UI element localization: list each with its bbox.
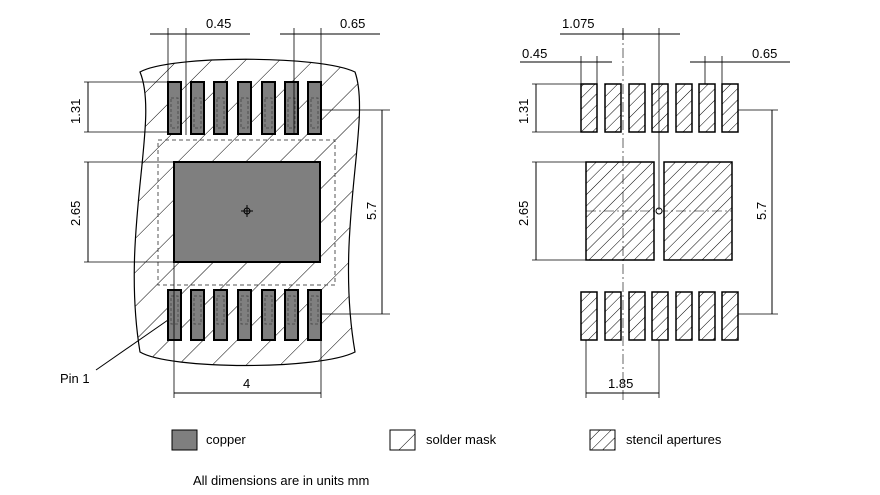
top-pad-3	[213, 81, 228, 135]
top-pad-1	[167, 81, 182, 135]
right-view: 1.075 0.45 0.65 1.31 2.65 5.7 1.85	[516, 16, 790, 400]
top-pad-5	[261, 81, 276, 135]
stencil-bottom-row	[580, 291, 739, 341]
stencil-bottom-aperture-5	[675, 291, 693, 341]
bottom-pad-lead-outline-1	[170, 295, 179, 325]
bottom-pad-lead-outline-6	[287, 295, 296, 325]
legend-copper-swatch	[171, 429, 198, 451]
top-pad-lead-outline-1	[170, 97, 179, 129]
dim-pitch-label: 0.45	[522, 46, 547, 61]
stencil-top-aperture-4	[651, 83, 669, 133]
top-pad-6	[284, 81, 299, 135]
dim-pad-height-label: 1.31	[516, 99, 531, 124]
stencil-bottom-aperture-6	[698, 291, 716, 341]
stencil-top-aperture-2	[604, 83, 622, 133]
top-pad-lead-outline-3	[216, 97, 225, 129]
bottom-pad-lead-outline-5	[264, 295, 273, 325]
legend: copper solder mask stencil apertures	[171, 429, 722, 451]
bottom-pad-lead-outline-2	[193, 295, 202, 325]
stencil-top-aperture-6	[698, 83, 716, 133]
legend-solder-mask-label: solder mask	[426, 432, 497, 447]
dim-pad-height-label: 1.31	[68, 99, 83, 124]
bottom-pad-row	[167, 289, 322, 341]
top-pad-lead-outline-7	[310, 97, 319, 129]
stencil-top-aperture-3	[628, 83, 646, 133]
bottom-pad-5	[261, 289, 276, 341]
legend-stencil-swatch	[589, 429, 616, 451]
dim-row-span-label: 5.7	[364, 202, 379, 220]
footnote: All dimensions are in units mm	[193, 473, 369, 488]
bottom-pad-lead-outline-3	[216, 295, 225, 325]
dim-exposed-pad-height-label: 2.65	[68, 201, 83, 226]
top-pad-4	[237, 81, 252, 135]
legend-copper-label: copper	[206, 432, 246, 447]
bottom-pad-7	[307, 289, 322, 341]
stencil-top-aperture-7	[721, 83, 739, 133]
top-pad-lead-outline-5	[264, 97, 273, 129]
bottom-pad-6	[284, 289, 299, 341]
stencil-top-aperture-1	[580, 83, 598, 133]
dim-pad-span-label: 4	[243, 376, 250, 391]
bottom-pad-4	[237, 289, 252, 341]
top-pad-row	[167, 81, 322, 135]
top-pad-2	[190, 81, 205, 135]
dim-pitch-label: 0.45	[206, 16, 231, 31]
top-pad-lead-outline-4	[240, 97, 249, 129]
bottom-pad-1	[167, 289, 182, 341]
bottom-pad-3	[213, 289, 228, 341]
legend-stencil-label: stencil apertures	[626, 432, 722, 447]
left-view: 0.45 0.65 1.31 2.65 5.7 4 Pin 1	[60, 16, 390, 398]
dim-pad-width-label: 0.65	[340, 16, 365, 31]
bottom-pad-2	[190, 289, 205, 341]
stencil-top-aperture-5	[675, 83, 693, 133]
dim-pad-offset-label: 1.85	[608, 376, 633, 391]
top-pad-lead-outline-6	[287, 97, 296, 129]
top-pad-lead-outline-2	[193, 97, 202, 129]
stencil-top-row	[580, 83, 739, 133]
legend-solder-mask-swatch	[389, 429, 416, 451]
stencil-bottom-aperture-7	[721, 291, 739, 341]
pin1-label: Pin 1	[60, 371, 90, 386]
stencil-bottom-aperture-1	[580, 291, 598, 341]
dim-split-label: 1.075	[562, 16, 595, 31]
dim-exposed-pad-height-label: 2.65	[516, 201, 531, 226]
stencil-bottom-aperture-2	[604, 291, 622, 341]
dim-pad-width-label: 0.65	[752, 46, 777, 61]
bottom-pad-lead-outline-4	[240, 295, 249, 325]
bottom-pad-lead-outline-7	[310, 295, 319, 325]
stencil-bottom-aperture-4	[651, 291, 669, 341]
top-pad-7	[307, 81, 322, 135]
dim-row-span-label: 5.7	[754, 202, 769, 220]
stencil-bottom-aperture-3	[628, 291, 646, 341]
